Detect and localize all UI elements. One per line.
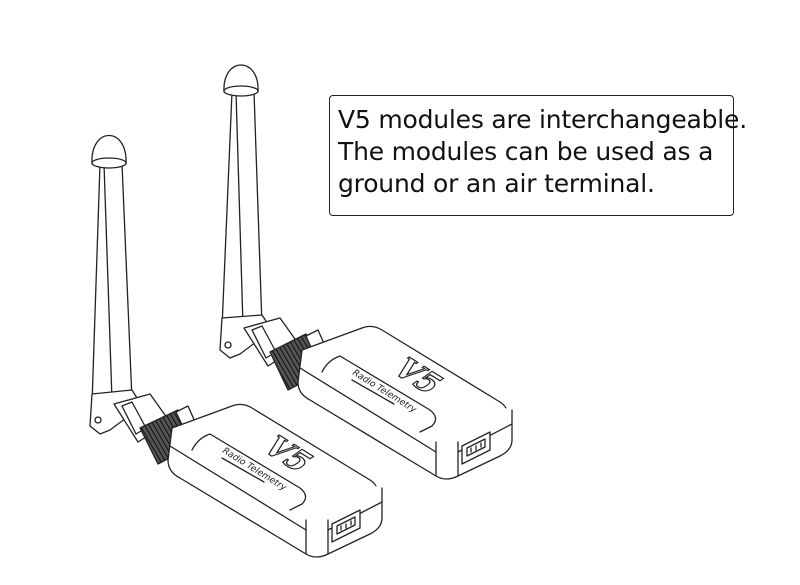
usb-port-front (331, 509, 361, 543)
callout-box: V5 modules are interchangeable. The modu… (329, 95, 747, 216)
module-front (89, 135, 383, 558)
callout-line-3: ground or an air terminal. (338, 169, 655, 198)
antenna-front (89, 135, 143, 435)
callout-line-2: The modules can be used as a (338, 137, 714, 166)
usb-port-back (461, 431, 491, 465)
module-back (219, 64, 513, 480)
callout-line-1: V5 modules are interchangeable. (338, 105, 747, 134)
antenna-back (219, 64, 273, 359)
